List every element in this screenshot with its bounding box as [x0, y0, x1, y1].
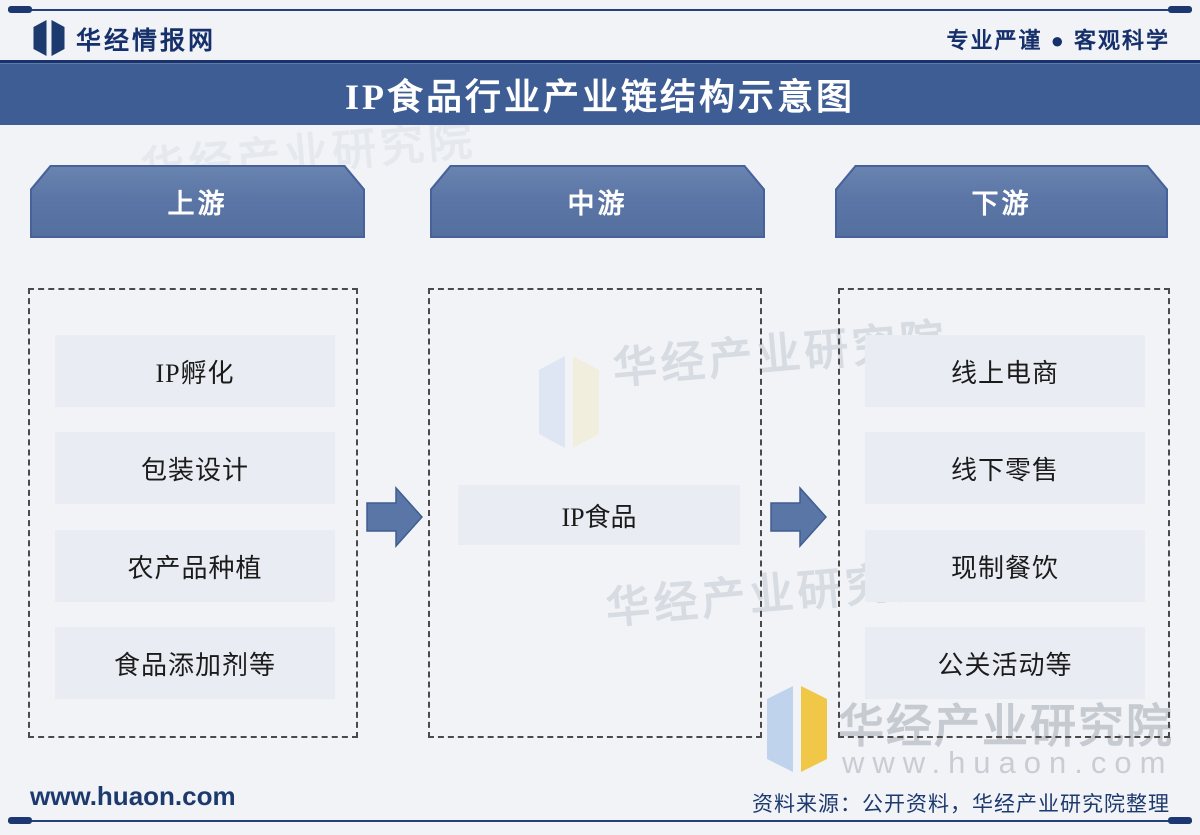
column-header-midstream: 中游	[430, 165, 765, 238]
brand-slogan: 专业严谨 ● 客观科学	[946, 28, 1170, 53]
downstream-item: 公关活动等	[865, 627, 1145, 699]
upstream-item: 农产品种植	[55, 530, 335, 602]
watermark-logo-icon	[767, 686, 827, 772]
top-divider-right-cap	[1168, 6, 1192, 13]
column-header-label: 上游	[167, 189, 228, 219]
brand-logo-icon	[33, 20, 65, 56]
top-divider	[8, 9, 1192, 11]
upstream-group-box	[28, 288, 358, 738]
downstream-item: 线下零售	[865, 432, 1145, 504]
downstream-item: 现制餐饮	[865, 530, 1145, 602]
column-header-label: 中游	[567, 189, 628, 219]
brand-name: 华经情报网	[76, 27, 217, 55]
upstream-item: 食品添加剂等	[55, 627, 335, 699]
footer-website: www.huaon.com	[30, 781, 236, 811]
column-header-label: 下游	[971, 189, 1032, 219]
downstream-group-box	[838, 288, 1170, 738]
bottom-divider	[8, 820, 1192, 822]
bottom-divider-right-cap	[1168, 817, 1192, 824]
arrow-right-icon	[770, 486, 828, 548]
page-title: IP食品行业产业链结构示意图	[344, 77, 855, 117]
column-header-upstream: 上游	[30, 165, 365, 238]
title-bar: IP食品行业产业链结构示意图	[0, 60, 1200, 125]
footer-source: 资料来源：公开资料，华经产业研究院整理	[752, 792, 1170, 816]
midstream-group-box	[428, 288, 762, 738]
top-divider-left-cap	[8, 6, 32, 13]
upstream-item: IP孵化	[55, 335, 335, 407]
column-header-downstream: 下游	[835, 165, 1168, 238]
downstream-item: 线上电商	[865, 335, 1145, 407]
arrow-right-icon	[366, 486, 424, 548]
midstream-item: IP食品	[458, 485, 740, 545]
watermark-site-text: www.huaon.com	[842, 745, 1174, 780]
upstream-item: 包装设计	[55, 432, 335, 504]
bottom-divider-left-cap	[8, 817, 32, 824]
